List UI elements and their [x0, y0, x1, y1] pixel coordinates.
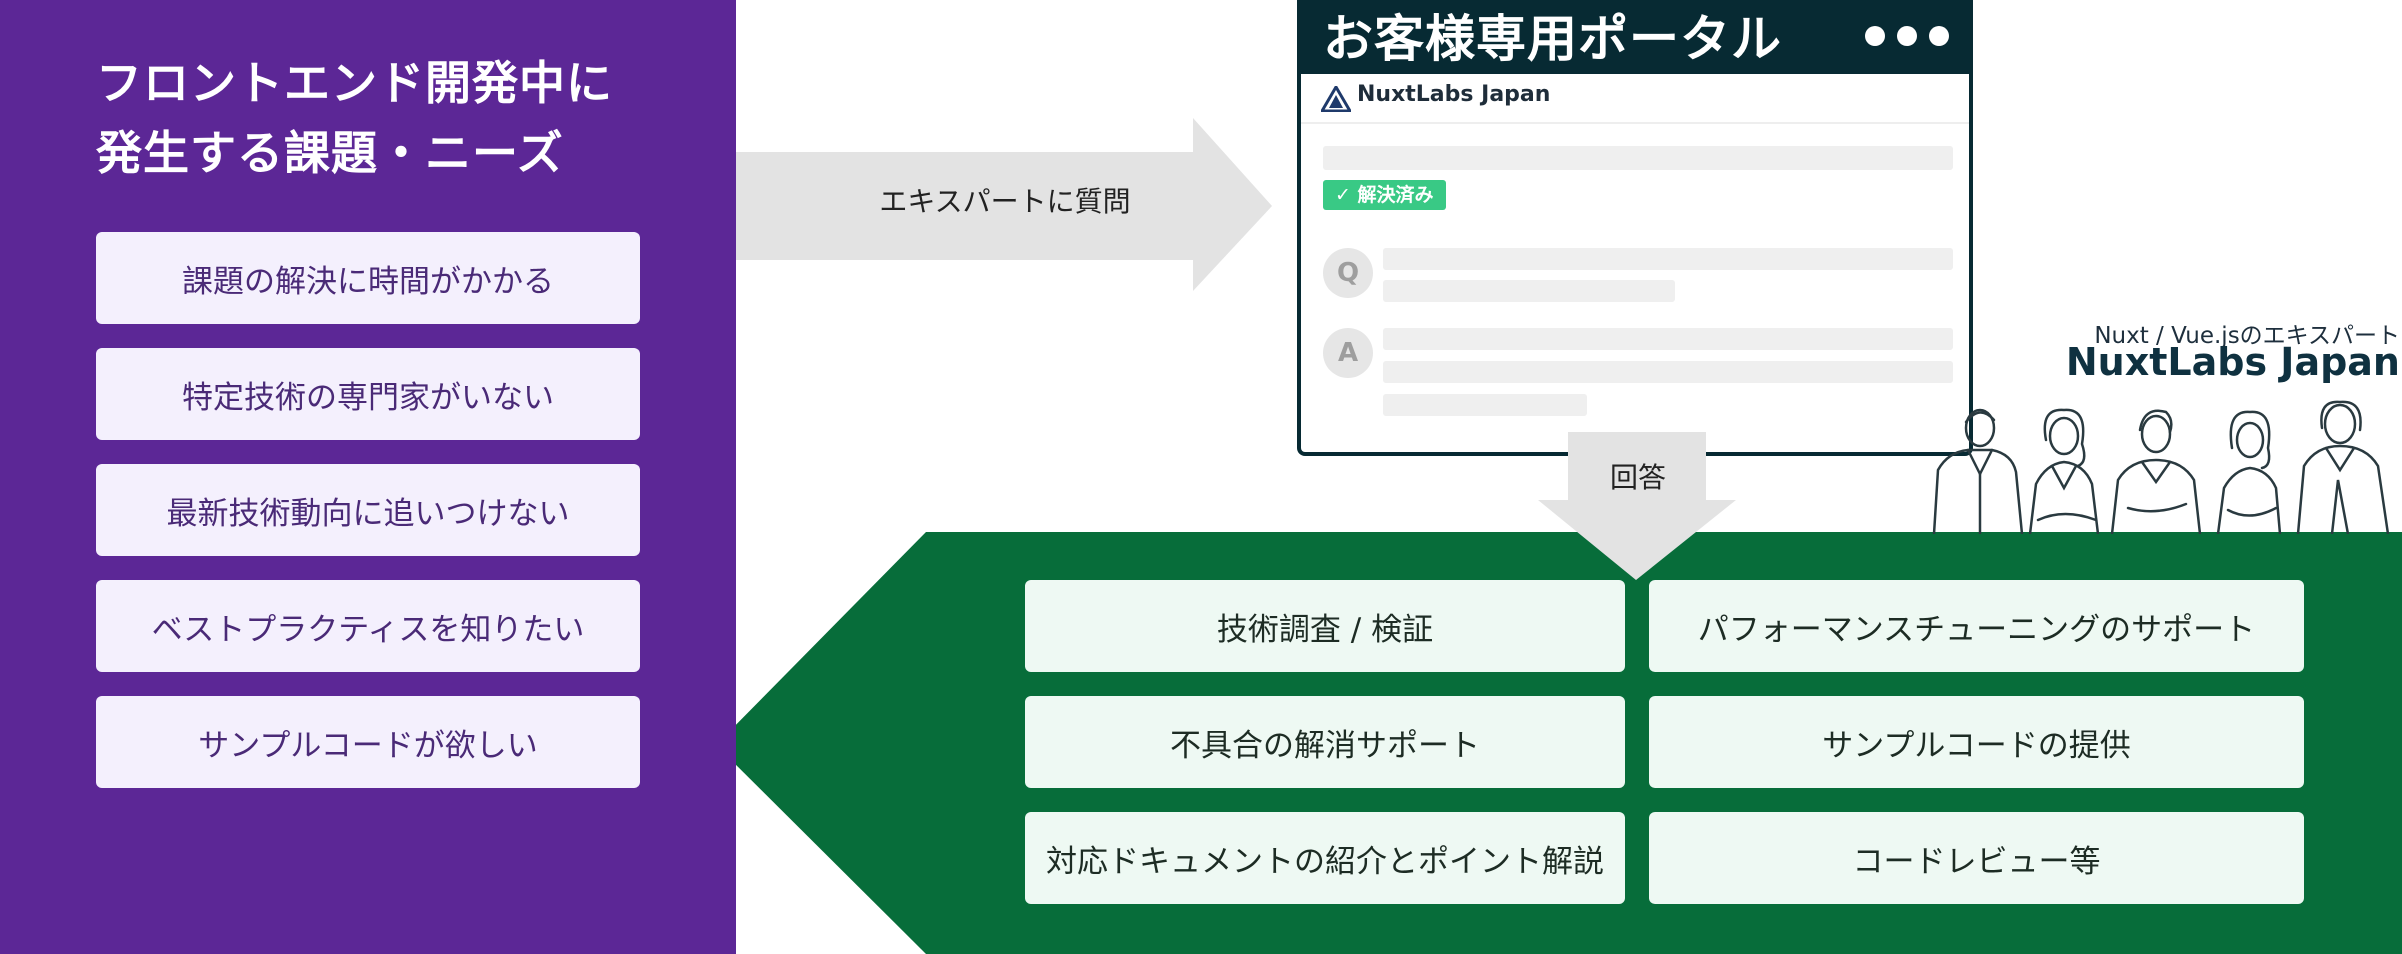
service-item: コードレビュー等	[1649, 812, 2304, 904]
question-placeholder	[1383, 248, 1953, 270]
issue-item: 最新技術動向に追いつけない	[96, 464, 640, 556]
customer-portal-window: お客様専用ポータル NuxtLabs Japan ✓ 解決済み Q A	[1297, 0, 1973, 456]
question-icon: Q	[1323, 248, 1373, 298]
expert-team-illustration	[1932, 400, 2390, 534]
challenges-title: フロントエンド開発中に 発生する課題・ニーズ	[96, 56, 613, 180]
answer-placeholder	[1383, 328, 1953, 350]
resolved-badge: ✓ 解決済み	[1323, 180, 1446, 210]
service-item: 技術調査 / 検証	[1025, 580, 1625, 672]
ask-arrow	[736, 118, 1272, 291]
issue-item: 課題の解決に時間がかかる	[96, 232, 640, 324]
expert-subtitle: Nuxt / Vue.jsのエキスパート	[2094, 323, 2400, 349]
portal-brand-bar: NuxtLabs Japan	[1301, 74, 1969, 124]
portal-header: お客様専用ポータル	[1301, 0, 1969, 74]
answer-arrow-label: 回答	[1609, 461, 1666, 494]
expert-name: NuxtLabs Japan	[2065, 340, 2400, 384]
service-item: 不具合の解消サポート	[1025, 696, 1625, 788]
issue-item: 特定技術の専門家がいない	[96, 348, 640, 440]
issue-item: サンプルコードが欲しい	[96, 696, 640, 788]
ask-arrow-label: エキスパートに質問	[879, 185, 1131, 218]
portal-title: お客様専用ポータル	[1323, 10, 1782, 68]
nuxtlabs-logo-icon	[1321, 86, 1351, 112]
service-item: パフォーマンスチューニングのサポート	[1649, 580, 2304, 672]
title-placeholder	[1323, 146, 1953, 170]
issue-item: ベストプラクティスを知りたい	[96, 580, 640, 672]
challenges-panel: フロントエンド開発中に 発生する課題・ニーズ 課題の解決に時間がかかる 特定技術…	[0, 0, 736, 954]
answer-placeholder	[1383, 361, 1953, 383]
question-placeholder	[1383, 280, 1675, 302]
service-item: 対応ドキュメントの紹介とポイント解説	[1025, 812, 1625, 904]
answer-arrow	[1538, 432, 1736, 580]
portal-brand-name: NuxtLabs Japan	[1357, 82, 1551, 107]
answer-icon: A	[1323, 328, 1373, 378]
answer-placeholder	[1383, 394, 1587, 416]
more-options-icon[interactable]	[1865, 26, 1949, 46]
service-item: サンプルコードの提供	[1649, 696, 2304, 788]
